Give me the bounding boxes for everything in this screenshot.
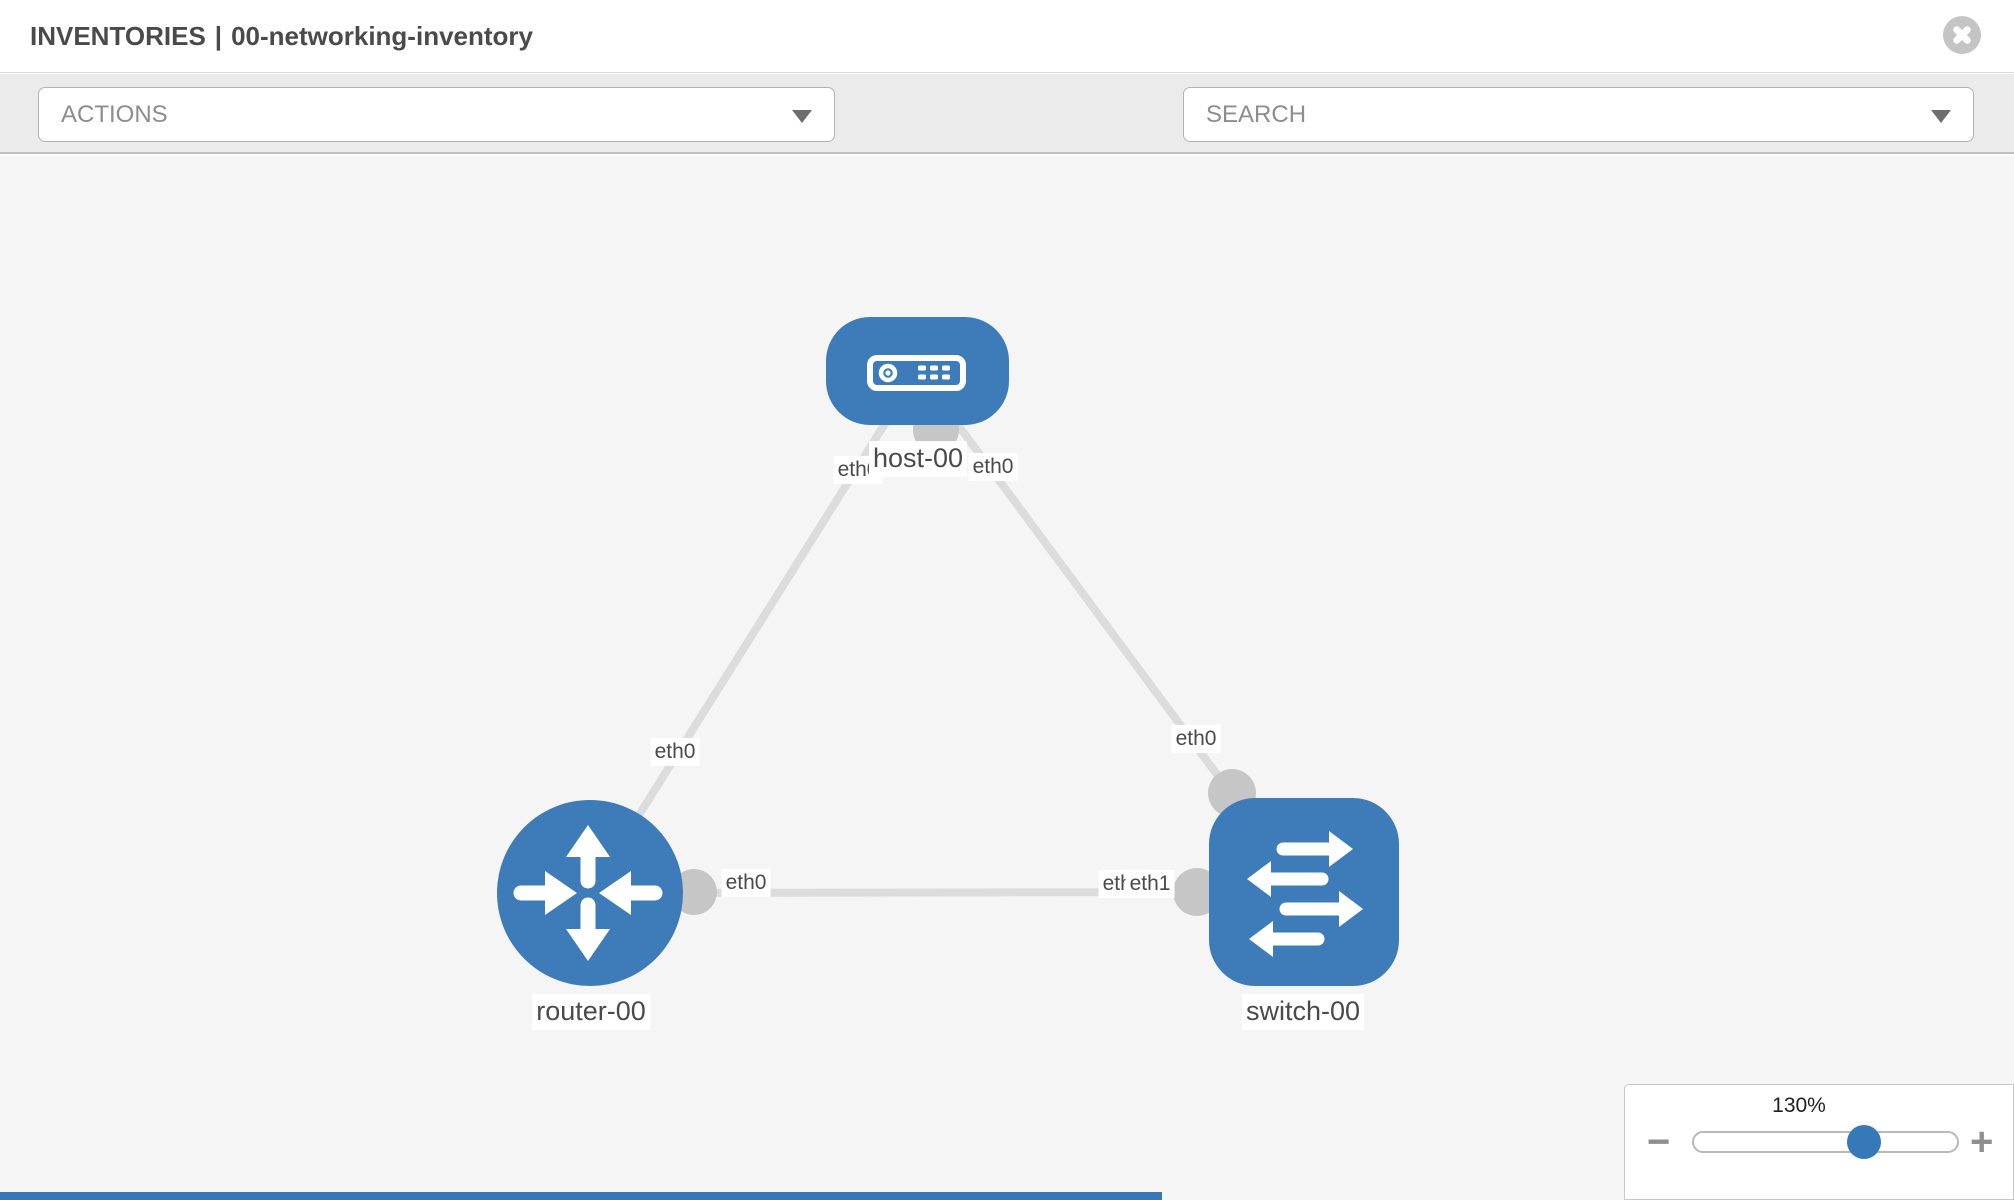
node-label-switch-00: switch-00 xyxy=(1241,994,1365,1030)
node-switch-00[interactable] xyxy=(1209,798,1399,986)
page-title: INVENTORIES | 00-networking-inventory xyxy=(30,21,533,52)
node-label-router-00: router-00 xyxy=(532,994,650,1030)
search-dropdown-label: SEARCH xyxy=(1206,100,1307,128)
interface-dot-router xyxy=(671,869,717,915)
search-dropdown[interactable]: SEARCH xyxy=(1183,87,1974,142)
title-separator: | xyxy=(214,21,223,51)
iface-label-host-switch-eth0: eth0 xyxy=(1171,724,1221,754)
inventory-name: 00-networking-inventory xyxy=(231,21,533,51)
chevron-down-icon xyxy=(792,109,812,123)
header-bar: INVENTORIES | 00-networking-inventory xyxy=(0,0,2014,73)
bottom-panel-edge xyxy=(0,1192,1162,1200)
interface-dots xyxy=(671,407,1256,916)
chevron-down-icon xyxy=(1931,109,1951,123)
iface-label-switch-eth1-front: eth1 xyxy=(1125,869,1175,899)
zoom-in-button[interactable]: + xyxy=(1970,1120,1994,1164)
zoom-control-panel: 130% − + xyxy=(1624,1084,2014,1200)
actions-dropdown[interactable]: ACTIONS xyxy=(38,87,835,142)
zoom-level-value: 130% xyxy=(1772,1094,1826,1117)
actions-dropdown-label: ACTIONS xyxy=(61,100,168,128)
breadcrumb-section: INVENTORIES xyxy=(30,21,206,51)
iface-label-host-router-eth0: eth0 xyxy=(650,737,700,767)
zoom-slider-handle[interactable] xyxy=(1847,1125,1881,1159)
zoom-slider-track[interactable] xyxy=(1692,1131,1959,1153)
switch-icon xyxy=(1247,831,1363,957)
close-button[interactable] xyxy=(1943,16,1981,54)
iface-label-host-eth0-right: eth0 xyxy=(968,452,1018,482)
router-icon xyxy=(513,825,663,961)
host-icon xyxy=(867,355,966,391)
iface-label-router-eth0: eth0 xyxy=(721,868,771,898)
node-host-00[interactable] xyxy=(826,317,1009,425)
toolbar: ACTIONS SEARCH xyxy=(0,74,2014,209)
topology-canvas[interactable]: eth0 host-00 eth0 eth0 eth0 eth0 eth0 et… xyxy=(0,156,2014,1200)
node-label-host-00: host-00 xyxy=(868,441,968,477)
zoom-out-button[interactable]: − xyxy=(1647,1120,1671,1164)
node-router-00[interactable] xyxy=(497,800,683,986)
